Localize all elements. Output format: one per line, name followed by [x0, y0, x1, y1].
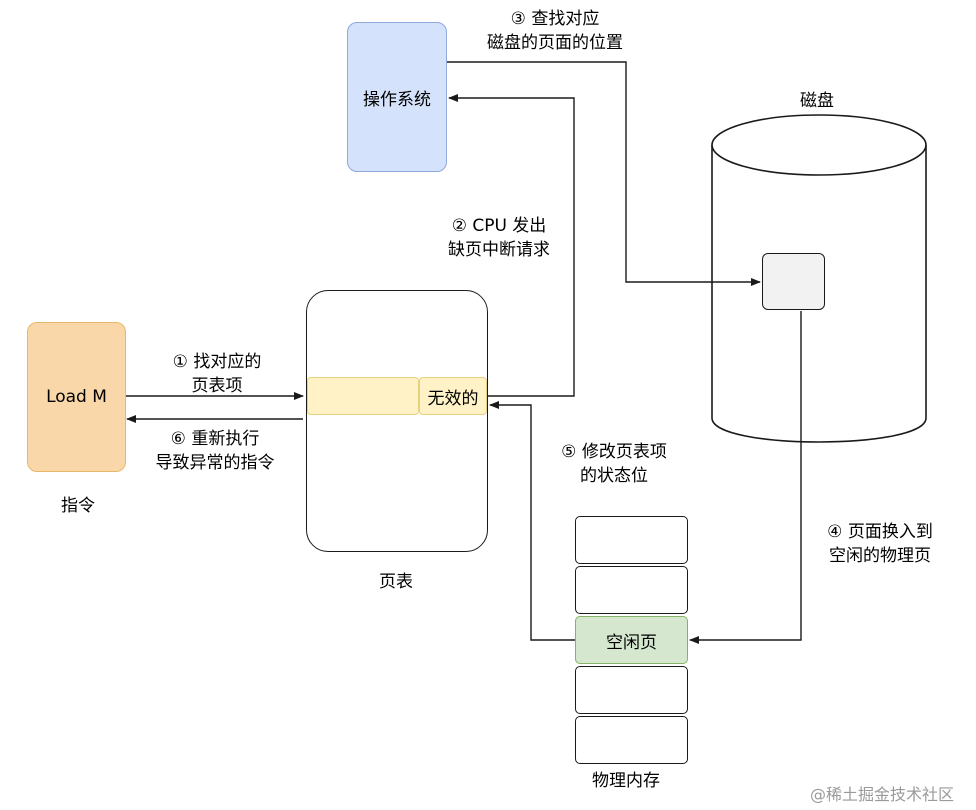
memory-page-free: 空闲页: [575, 616, 688, 664]
step3-label: ③ 查找对应 磁盘的页面的位置: [470, 7, 640, 55]
page-table-caption: 页表: [379, 572, 413, 592]
step2-label: ② CPU 发出 缺页中断请求: [428, 214, 570, 262]
page-table: [306, 290, 488, 552]
memory-page: [575, 566, 688, 614]
memory-page: [575, 666, 688, 714]
os-box-label: 操作系统: [363, 89, 431, 110]
instruction-box-label: Load M: [46, 387, 107, 407]
arrow-step5: [489, 401, 575, 641]
disk-caption: 磁盘: [800, 91, 834, 111]
step1-line1: ① 找对应的: [172, 352, 262, 372]
memory-page: [575, 516, 688, 564]
step2-line1: ② CPU 发出: [451, 216, 547, 236]
page-table-entry: [307, 377, 419, 415]
step5-line2: 的状态位: [580, 466, 648, 486]
disk-page-block: [762, 253, 825, 310]
invalid-label: 无效的: [427, 388, 479, 409]
watermark: @稀土掘金技术社区: [810, 785, 955, 804]
step1-line2: 页表项: [191, 376, 243, 396]
arrow-step2: [448, 94, 575, 397]
arrow-step3: [447, 61, 761, 286]
memory-caption: 物理内存: [592, 771, 660, 791]
step2-line2: 缺页中断请求: [448, 240, 550, 260]
step6-label: ⑥ 重新执行 导致异常的指令: [140, 427, 290, 475]
memory-page: [575, 716, 688, 764]
step4-line2: 空闲的物理页: [829, 546, 931, 566]
step3-line2: 磁盘的页面的位置: [487, 33, 623, 53]
step4-line1: ④ 页面换入到: [827, 522, 933, 542]
free-page-label: 空闲页: [606, 632, 657, 653]
instruction-caption: 指令: [61, 496, 95, 516]
instruction-box: Load M: [27, 322, 126, 472]
step6-line2: 导致异常的指令: [155, 453, 275, 473]
step6-line1: ⑥ 重新执行: [170, 429, 260, 449]
step4-label: ④ 页面换入到 空闲的物理页: [806, 520, 954, 568]
os-box: 操作系统: [347, 22, 447, 172]
step1-label: ① 找对应的 页表项: [152, 350, 282, 398]
arrow-step4: [689, 311, 802, 644]
step3-line1: ③ 查找对应: [510, 9, 600, 29]
page-table-entry-invalid: 无效的: [419, 377, 487, 415]
step5-label: ⑤ 修改页表项 的状态位: [540, 440, 688, 488]
step5-line1: ⑤ 修改页表项: [561, 442, 667, 462]
